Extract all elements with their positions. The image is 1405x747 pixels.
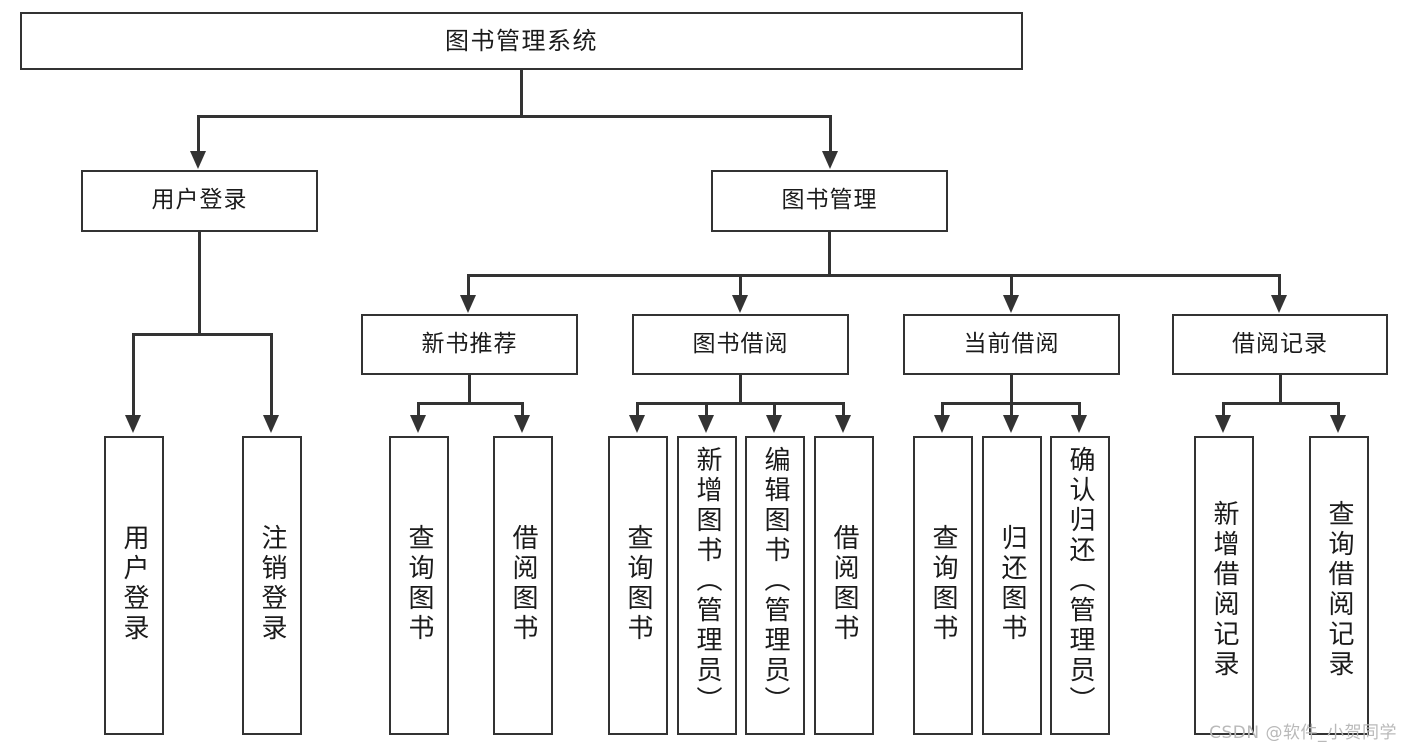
connector-root-stem — [520, 70, 523, 116]
arrow-to-current-borrow — [1003, 295, 1019, 313]
connector-new-book-bus — [417, 402, 523, 405]
connector-new-book-drop-2 — [521, 402, 524, 417]
connector-borrow-record-stem — [1279, 375, 1282, 404]
node-label: 新书推荐 — [421, 330, 518, 357]
connector-book-management-bus — [467, 274, 1279, 277]
arrow-to-leaf-query-book-1 — [410, 415, 426, 433]
node-label: 确认归还（管理员） — [1065, 446, 1095, 716]
node-label: 新增借阅记录 — [1209, 500, 1239, 680]
connector-root-bus — [197, 115, 831, 118]
connector-bm-drop-book-borrow — [739, 274, 742, 297]
node-label: 编辑图书（管理员） — [760, 446, 790, 716]
arrow-to-new-book-recommend — [460, 295, 476, 313]
leaf-borrow-book-1[interactable]: 借阅图书 — [493, 436, 553, 735]
arrow-root-to-book-management — [822, 151, 838, 169]
leaf-borrow-book-2[interactable]: 借阅图书 — [814, 436, 874, 735]
node-label: 用户登录 — [119, 524, 149, 644]
connector-root-to-book-management — [829, 115, 832, 153]
leaf-edit-book[interactable]: 编辑图书（管理员） — [745, 436, 805, 735]
node-label: 查询图书 — [928, 524, 958, 644]
node-label: 借阅图书 — [508, 524, 538, 644]
leaf-add-record[interactable]: 新增借阅记录 — [1194, 436, 1254, 735]
arrow-to-leaf-query-book-3 — [934, 415, 950, 433]
connector-br-drop-1 — [1222, 402, 1225, 417]
arrow-to-leaf-logout-login — [263, 415, 279, 433]
connector-cb-drop-1 — [941, 402, 944, 417]
arrow-root-to-user-login — [190, 151, 206, 169]
node-label: 用户登录 — [151, 187, 248, 214]
node-new-book-recommend[interactable]: 新书推荐 — [361, 314, 578, 375]
node-label: 归还图书 — [997, 524, 1027, 644]
connector-br-drop-2 — [1337, 402, 1340, 417]
connector-bb-drop-2 — [705, 402, 708, 417]
node-label: 查询借阅记录 — [1324, 500, 1354, 680]
node-label: 借阅图书 — [829, 524, 859, 644]
connector-book-management-stem — [828, 232, 831, 276]
arrow-to-leaf-confirm-return — [1071, 415, 1087, 433]
arrow-to-book-borrow — [732, 295, 748, 313]
connector-user-login-stem — [198, 232, 201, 335]
connector-book-borrow-bus — [636, 402, 844, 405]
leaf-query-book-1[interactable]: 查询图书 — [389, 436, 449, 735]
node-borrow-record[interactable]: 借阅记录 — [1172, 314, 1388, 375]
connector-borrow-record-bus — [1222, 402, 1339, 405]
connector-cb-drop-2 — [1010, 402, 1013, 417]
connector-new-book-stem — [468, 375, 471, 404]
leaf-confirm-return[interactable]: 确认归还（管理员） — [1050, 436, 1110, 735]
leaf-logout-login[interactable]: 注销登录 — [242, 436, 302, 735]
connector-bm-drop-current-borrow — [1010, 274, 1013, 297]
connector-user-login-bus — [132, 333, 271, 336]
node-root-book-management-system[interactable]: 图书管理系统 — [20, 12, 1023, 70]
node-book-borrow[interactable]: 图书借阅 — [632, 314, 849, 375]
node-book-management[interactable]: 图书管理 — [711, 170, 948, 232]
connector-cb-drop-3 — [1078, 402, 1081, 417]
node-label: 当前借阅 — [963, 330, 1060, 357]
connector-bb-drop-3 — [773, 402, 776, 417]
node-label: 新增图书（管理员） — [692, 446, 722, 716]
connector-new-book-drop-1 — [417, 402, 420, 417]
arrow-to-leaf-edit-book — [766, 415, 782, 433]
leaf-query-book-2[interactable]: 查询图书 — [608, 436, 668, 735]
arrow-to-leaf-borrow-book-2 — [835, 415, 851, 433]
connector-current-borrow-stem — [1010, 375, 1013, 404]
connector-user-login-drop-2 — [270, 333, 273, 417]
arrow-to-borrow-record — [1271, 295, 1287, 313]
node-label: 注销登录 — [257, 524, 287, 644]
arrow-to-leaf-return-book — [1003, 415, 1019, 433]
node-current-borrow[interactable]: 当前借阅 — [903, 314, 1120, 375]
leaf-add-book[interactable]: 新增图书（管理员） — [677, 436, 737, 735]
connector-bm-drop-new-book — [467, 274, 470, 297]
leaf-return-book[interactable]: 归还图书 — [982, 436, 1042, 735]
watermark-text: CSDN @软件_小贺同学 — [1209, 723, 1397, 743]
leaf-user-login[interactable]: 用户登录 — [104, 436, 164, 735]
connector-root-to-user-login — [197, 115, 200, 153]
arrow-to-leaf-query-record — [1330, 415, 1346, 433]
node-label: 查询图书 — [623, 524, 653, 644]
arrow-to-leaf-query-book-2 — [629, 415, 645, 433]
arrow-to-leaf-add-record — [1215, 415, 1231, 433]
connector-user-login-drop-1 — [132, 333, 135, 417]
arrow-to-leaf-add-book — [698, 415, 714, 433]
leaf-query-record[interactable]: 查询借阅记录 — [1309, 436, 1369, 735]
node-label: 借阅记录 — [1232, 330, 1328, 357]
connector-bm-drop-borrow-record — [1278, 274, 1281, 297]
node-user-login[interactable]: 用户登录 — [81, 170, 318, 232]
node-label: 图书借阅 — [692, 330, 789, 357]
arrow-to-leaf-user-login — [125, 415, 141, 433]
connector-book-borrow-stem — [739, 375, 742, 404]
node-label: 图书管理 — [781, 187, 878, 214]
arrow-to-leaf-borrow-book-1 — [514, 415, 530, 433]
node-label: 查询图书 — [404, 524, 434, 644]
node-label: 图书管理系统 — [445, 26, 598, 55]
leaf-query-book-3[interactable]: 查询图书 — [913, 436, 973, 735]
connector-bb-drop-1 — [636, 402, 639, 417]
connector-bb-drop-4 — [842, 402, 845, 417]
